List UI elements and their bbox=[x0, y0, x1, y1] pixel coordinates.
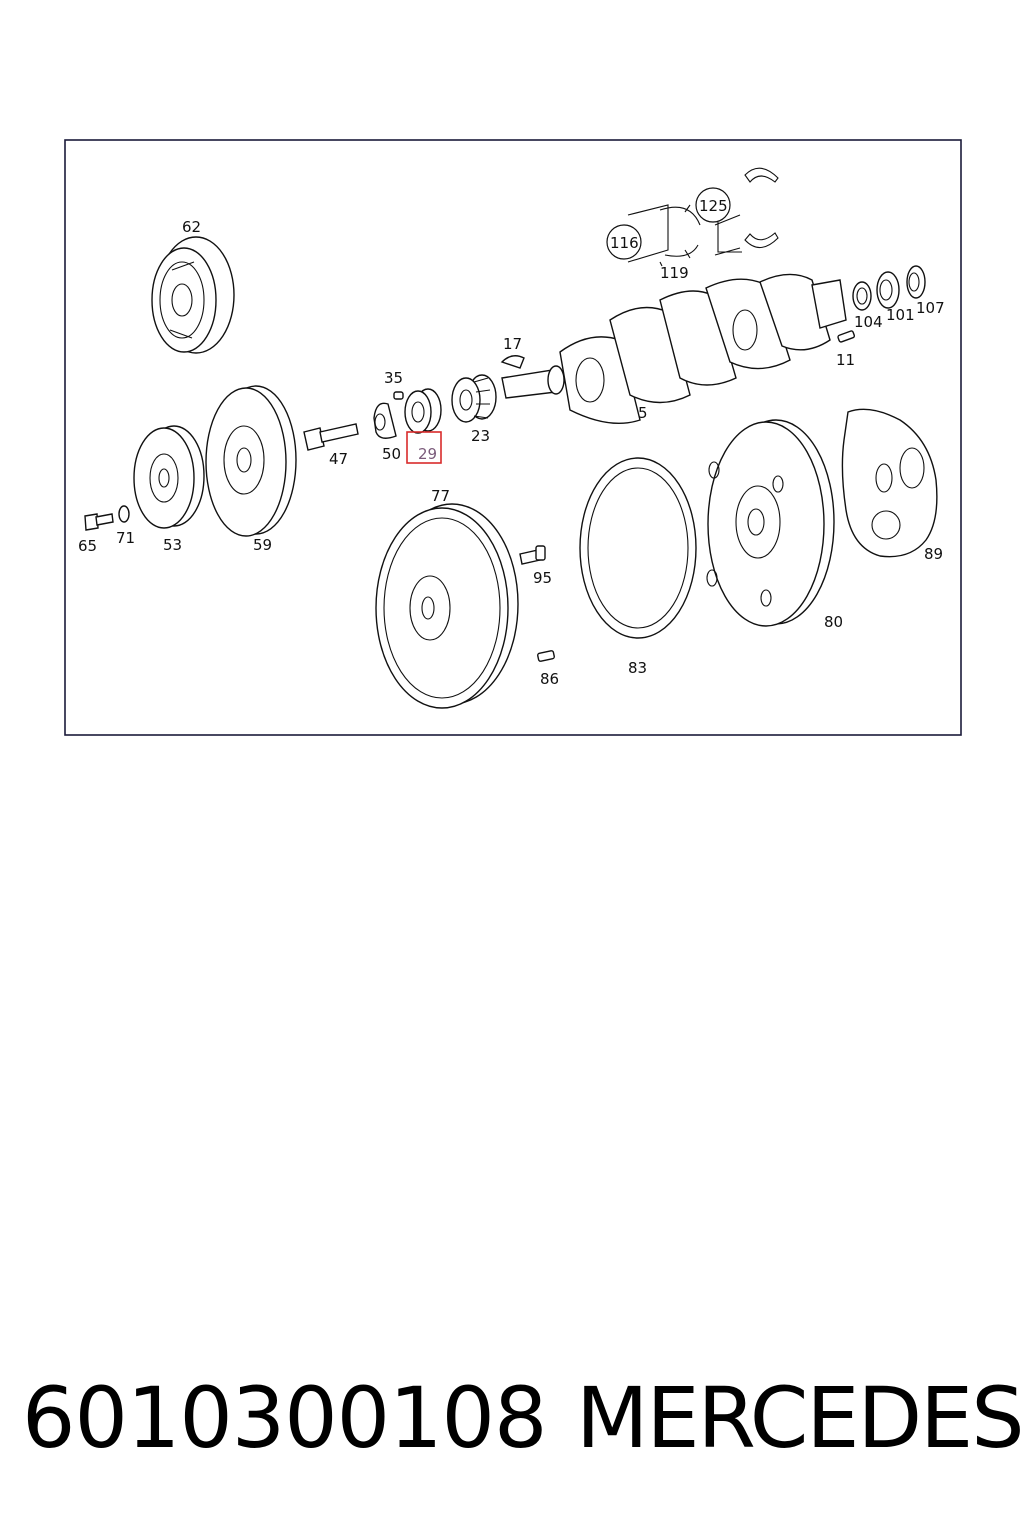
callout-80: 80 bbox=[824, 613, 843, 631]
callout-62: 62 bbox=[182, 218, 201, 236]
part-80-drive-plate bbox=[706, 419, 835, 627]
part-number: 6010300108 bbox=[22, 1369, 547, 1467]
callout-125: 125 bbox=[699, 197, 728, 215]
callout-59: 59 bbox=[253, 536, 272, 554]
part-50-washer bbox=[373, 402, 397, 439]
callout-83: 83 bbox=[628, 659, 647, 677]
part-101-seal bbox=[876, 271, 900, 309]
footer: 6010300108 MERCEDES bbox=[0, 1368, 1024, 1478]
callout-35: 35 bbox=[384, 369, 403, 387]
callout-circle-116 bbox=[606, 224, 642, 260]
part-95-bolt bbox=[519, 545, 546, 565]
callout-119: 119 bbox=[660, 264, 689, 282]
part-29-ring bbox=[404, 388, 442, 434]
part-104-seal bbox=[852, 281, 872, 311]
part-23-gear bbox=[451, 374, 497, 423]
callout-17: 17 bbox=[503, 335, 522, 353]
brand-name: MERCEDES bbox=[576, 1369, 1024, 1467]
callout-23: 23 bbox=[471, 427, 490, 445]
highlight-box bbox=[406, 431, 442, 464]
part-77-flywheel bbox=[375, 503, 519, 709]
callout-5: 5 bbox=[638, 404, 648, 422]
part-59-damper bbox=[205, 385, 297, 537]
callout-50: 50 bbox=[382, 445, 401, 463]
part-62-pulley bbox=[151, 236, 235, 354]
callout-29: 29 bbox=[418, 445, 437, 463]
callout-104: 104 bbox=[854, 313, 883, 331]
part-89-plate bbox=[841, 408, 938, 558]
part-5-crankshaft bbox=[501, 273, 847, 425]
callout-71: 71 bbox=[116, 529, 135, 547]
callout-89: 89 bbox=[924, 545, 943, 563]
part-47-bolt bbox=[303, 423, 359, 451]
callout-65: 65 bbox=[78, 537, 97, 555]
part-71-washer bbox=[118, 505, 130, 523]
part-17-key bbox=[500, 355, 525, 369]
part-107-seal bbox=[906, 265, 926, 299]
diagram-frame bbox=[64, 139, 962, 736]
parts-diagram: 62 116 125 119 104 101 107 11 17 35 29 2… bbox=[64, 139, 962, 736]
part-65-bolt bbox=[84, 513, 114, 531]
callout-11: 11 bbox=[836, 351, 855, 369]
callout-86: 86 bbox=[540, 670, 559, 688]
callout-107: 107 bbox=[916, 299, 945, 317]
part-119-bearing-shells bbox=[627, 167, 779, 263]
callout-95: 95 bbox=[533, 569, 552, 587]
callout-116: 116 bbox=[610, 234, 639, 252]
part-35-pin bbox=[393, 391, 404, 400]
part-53-pulley bbox=[133, 425, 205, 529]
callout-77: 77 bbox=[431, 487, 450, 505]
part-83-ring-gear bbox=[579, 457, 697, 639]
leader-lines bbox=[659, 222, 742, 267]
part-86-pin bbox=[537, 650, 555, 662]
callout-circle-125 bbox=[695, 187, 731, 223]
part-11-pin bbox=[837, 330, 856, 343]
callout-47: 47 bbox=[329, 450, 348, 468]
callout-101: 101 bbox=[886, 306, 915, 324]
callout-53: 53 bbox=[163, 536, 182, 554]
